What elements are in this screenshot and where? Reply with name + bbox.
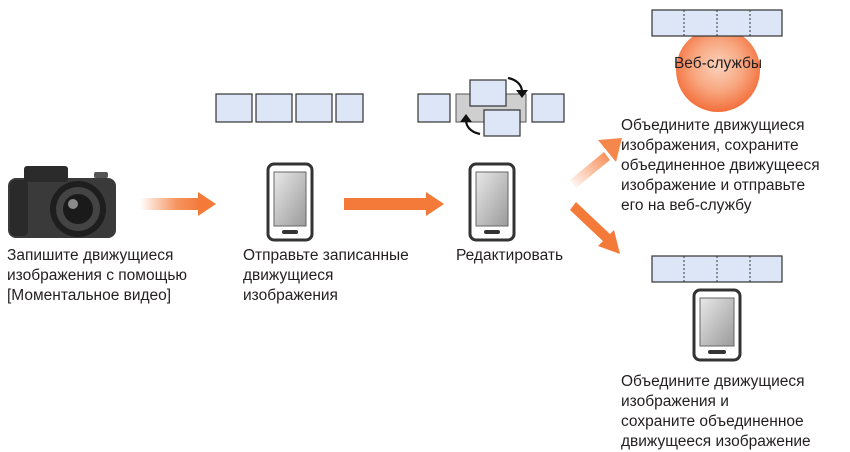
smartphone-icon: [692, 288, 742, 362]
save-frames-strip: [651, 255, 783, 283]
caption-record: Запишите движущиеся изображения с помощь…: [7, 247, 188, 304]
edit-frames-strip: [417, 79, 565, 137]
swap-arrows-icon: [460, 76, 528, 136]
caption-save: Объедините движущиеся изображения и сохр…: [621, 373, 811, 450]
caption-send: Отправьте записанные движущиеся изображе…: [243, 247, 409, 304]
smartphone-icon: [468, 162, 516, 242]
camera-icon: [8, 166, 116, 238]
web-frames-strip: [651, 9, 783, 37]
web-service-label: Веб-службы: [673, 55, 763, 72]
web-service-cloud-icon: [676, 28, 760, 112]
smartphone-icon: [266, 162, 314, 242]
arrow-record-to-send: [140, 192, 216, 216]
video-frames-strip: [215, 93, 364, 123]
caption-edit: Редактировать: [456, 247, 564, 264]
caption-web: Объедините движущиеся изображения, сохра…: [621, 117, 820, 214]
arrow-send-to-edit: [344, 192, 444, 216]
arrow-edit-to-save: [570, 202, 620, 254]
arrow-edit-to-web: [570, 138, 622, 188]
